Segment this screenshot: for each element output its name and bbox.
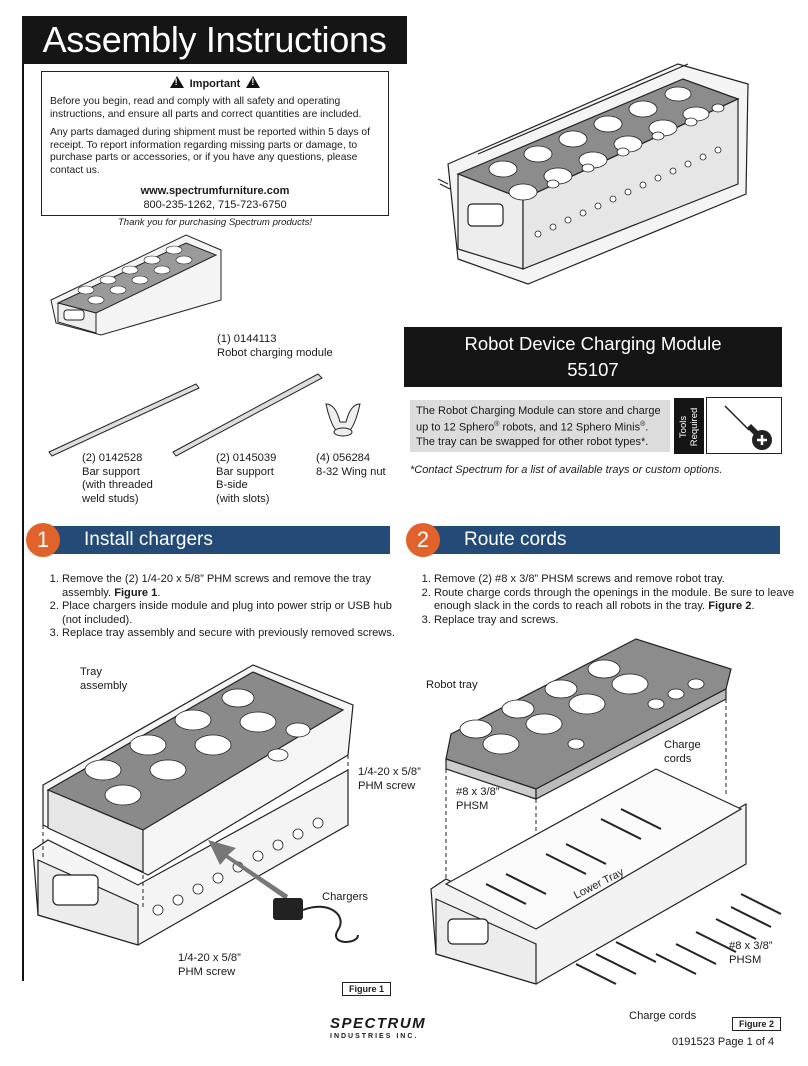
warning-icon <box>246 76 261 88</box>
part-label-module: (1) 0144113 Robot charging module <box>217 333 333 359</box>
part-label-bar-support-slotted: (2) 0145039 Bar support B-side (with slo… <box>216 452 277 505</box>
phillips-screwdriver-icon <box>724 405 772 450</box>
step-2-title: Route cords <box>464 529 567 550</box>
step-1-item: Replace tray assembly and secure with pr… <box>62 627 412 641</box>
callout-charge-cords-bottom: Charge cords <box>629 1010 697 1022</box>
page-number: 0191523 Page 1 of 4 <box>672 1036 775 1048</box>
callout-phsm-right: #8 x 3/8”PHSM <box>729 940 773 966</box>
part-charging-module-image <box>50 234 222 336</box>
callout-phsm-left: #8 x 3/8”PHSM <box>456 786 500 812</box>
figure-2-label: Figure 2 <box>732 1017 782 1031</box>
callout-robot-tray: Robot tray <box>426 679 478 691</box>
important-notice-box: Important Before you begin, read and com… <box>41 71 389 228</box>
step-1-instructions: Remove the (2) 1/4-20 x 5/8” PHM screws … <box>40 573 412 641</box>
warning-icon <box>169 76 184 88</box>
left-margin-rule <box>22 16 24 981</box>
phone-numbers: 800-235-1262, 715-723-6750 <box>143 198 287 211</box>
step-2-item: Route charge cords through the openings … <box>434 587 806 614</box>
part-bar-support-slotted-image <box>172 373 323 457</box>
part-bar-support-threaded-image <box>48 383 200 457</box>
step-1-number: 1 <box>26 523 60 557</box>
product-name: Robot Device Charging Module <box>464 333 722 354</box>
step-2-number: 2 <box>406 523 440 557</box>
callout-screw-top: 1/4-20 x 5/8”PHM screw <box>358 766 421 792</box>
part-label-wing-nut: (4) 056284 8-32 Wing nut <box>316 452 386 478</box>
callout-screw-bottom: 1/4-20 x 5/8”PHM screw <box>178 952 241 978</box>
product-title-bar: Robot Device Charging Module 55107 <box>404 327 782 387</box>
step-1-title: Install chargers <box>84 529 213 550</box>
thank-you-note: Thank you for purchasing Spectrum produc… <box>117 217 313 228</box>
product-description: The Robot Charging Module can store and … <box>410 400 670 452</box>
page-title: Assembly Instructions <box>22 16 407 64</box>
figure-1-illustration <box>32 664 359 946</box>
figure-1-label: Figure 1 <box>342 982 392 996</box>
part-label-bar-support-threaded: (2) 0142528 Bar support (with threaded w… <box>82 452 153 505</box>
contact-note: *Contact Spectrum for a list of availabl… <box>410 464 723 476</box>
step-1-item: Remove the (2) 1/4-20 x 5/8” PHM screws … <box>62 573 412 600</box>
tools-required-tab: Tools Required <box>674 398 704 454</box>
product-number: 55107 <box>567 359 619 380</box>
spectrum-logo: SPECTRUM INDUSTRIES INC. <box>330 1015 427 1041</box>
website-link[interactable]: www.spectrumfurniture.com <box>140 185 290 197</box>
step-2-item: Remove (2) #8 x 3/8” PHSM screws and rem… <box>434 573 806 587</box>
step-1-header: 1 Install chargers <box>26 523 390 557</box>
part-wing-nut-image <box>325 403 361 437</box>
charging-module-illustration <box>437 63 749 285</box>
important-paragraph-2: Any parts damaged during shipment must b… <box>50 127 370 176</box>
callout-chargers: Chargers <box>322 891 369 903</box>
important-paragraph-1: Before you begin, read and comply with a… <box>50 96 362 120</box>
step-2-instructions: Remove (2) #8 x 3/8” PHSM screws and rem… <box>412 573 806 627</box>
step-2-item: Replace tray and screws. <box>434 614 806 628</box>
important-heading: Important <box>50 76 380 92</box>
figure-2-illustration: Lower Tray <box>430 638 782 985</box>
tools-required-box <box>706 397 782 454</box>
step-1-item: Place chargers inside module and plug in… <box>62 600 412 627</box>
usb-charger-icon <box>273 898 359 943</box>
step-2-header: 2 Route cords <box>406 523 780 557</box>
